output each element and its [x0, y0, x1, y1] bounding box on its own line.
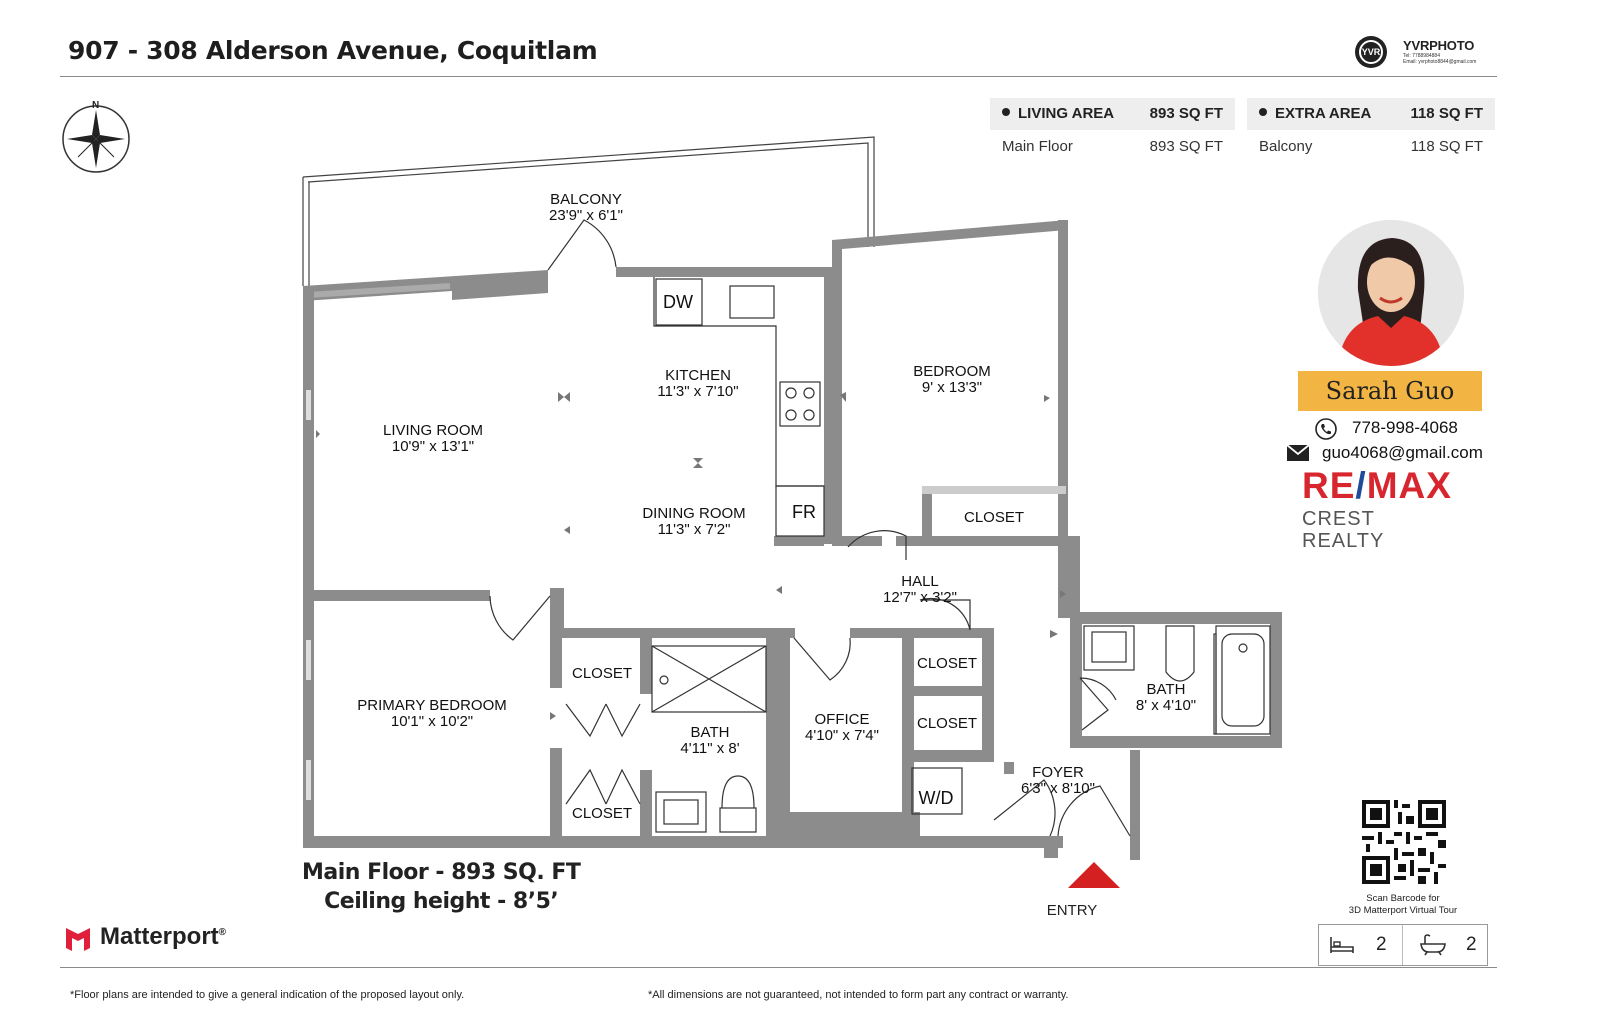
disclaimer-left: *Floor plans are intended to give a gene… — [70, 989, 465, 1001]
photographer-logo: YVR YVRPHOTO Tel: 7788984884 Email: yvrp… — [1355, 36, 1505, 70]
bullet-icon — [1259, 108, 1267, 116]
ceiling-markers — [316, 392, 1066, 720]
room-counts: 2 2 — [1318, 924, 1488, 966]
header-divider — [60, 76, 1497, 77]
dishwasher-label: DW — [663, 292, 693, 312]
page-title: 907 - 308 Alderson Avenue, Coquitlam — [68, 36, 598, 65]
entry-arrow-icon — [1068, 862, 1120, 888]
virtual-tour-qr-code[interactable] — [1362, 800, 1446, 884]
brokerage-logo: RE/MAX CREST REALTY — [1302, 465, 1452, 552]
washer-dryer-label: W/D — [918, 788, 954, 808]
photographer-contact: Tel: 7788984884 Email: yvrphoto8844@gmai… — [1403, 53, 1477, 65]
closet-label: CLOSET — [571, 805, 633, 822]
doors — [489, 219, 1131, 837]
closet-label: CLOSET — [963, 509, 1025, 526]
agent-phone[interactable]: 778-998-4068 — [1352, 418, 1458, 437]
bullet-icon — [1002, 108, 1010, 116]
balcony-railing — [302, 136, 875, 286]
phone-icon — [1315, 418, 1337, 440]
closet-label: CLOSET — [571, 665, 633, 682]
footer-divider — [60, 967, 1497, 968]
bed-icon — [1330, 937, 1354, 953]
matterport-icon — [66, 928, 90, 951]
bathroom-count: 2 — [1466, 934, 1477, 955]
closet-label: CLOSET — [916, 655, 978, 672]
bathtub-icon — [1420, 934, 1446, 956]
qr-caption: Scan Barcode for 3D Matterport Virtual T… — [1348, 893, 1458, 916]
walls — [303, 220, 1282, 860]
mail-icon — [1286, 444, 1310, 461]
floor-caption: Main Floor - 893 SQ. FT Ceiling height -… — [302, 860, 581, 914]
compass-icon — [62, 105, 130, 173]
entry-label: ENTRY — [1046, 902, 1098, 919]
extra-area-header: EXTRA AREA 118 SQ FT — [1247, 98, 1495, 130]
kitchen-counters — [653, 277, 825, 537]
living-area-header: LIVING AREA 893 SQ FT — [990, 98, 1235, 130]
agent-photo — [1318, 220, 1464, 366]
living-area-row: Main Floor 893 SQ FT — [1002, 138, 1223, 155]
photographer-brand: YVRPHOTO — [1403, 38, 1475, 53]
camera-logo-icon: YVR — [1355, 36, 1387, 68]
disclaimer-right: *All dimensions are not guaranteed, not … — [648, 989, 1069, 1001]
extra-area-row: Balcony 118 SQ FT — [1259, 138, 1483, 155]
compass-north-label: N — [92, 100, 100, 111]
bath-fixtures — [651, 625, 1271, 833]
fridge-label: FR — [792, 502, 816, 522]
agent-email[interactable]: guo4068@gmail.com — [1322, 443, 1483, 462]
agent-name: Sarah Guo — [1298, 371, 1482, 411]
closet-label: CLOSET — [916, 715, 978, 732]
bedroom-count: 2 — [1376, 934, 1387, 955]
